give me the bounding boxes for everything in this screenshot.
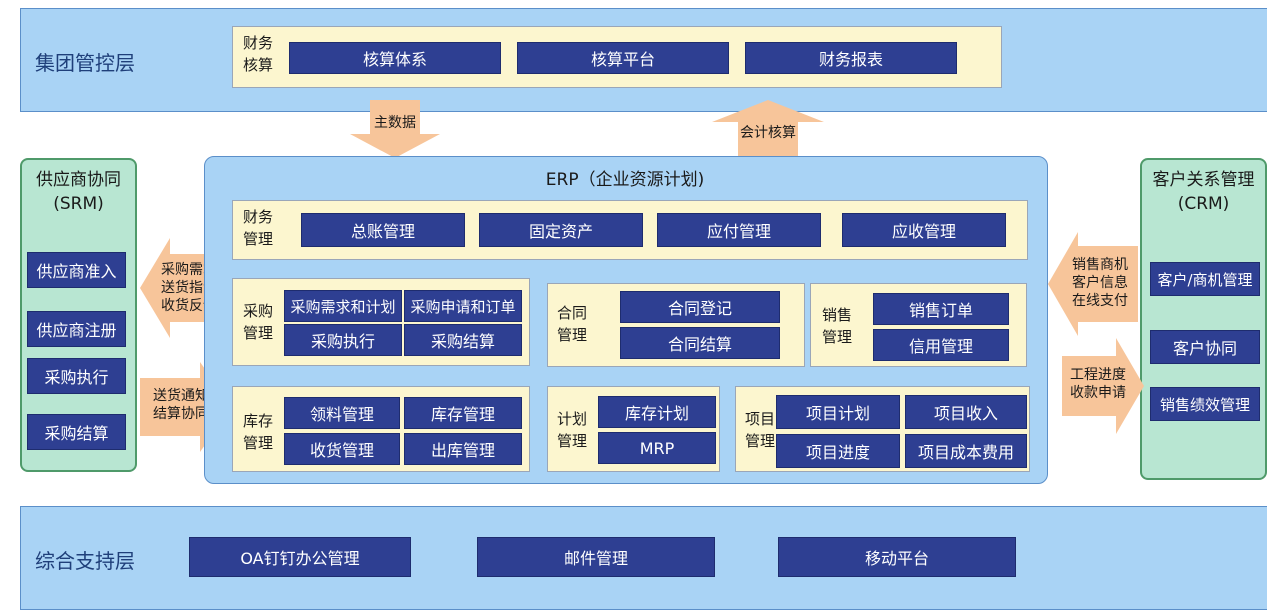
inventory-plan-box: 库存计划 <box>598 396 716 428</box>
srm-purchase-execution-box: 采购执行 <box>27 358 126 394</box>
to-srm-label: 采购需求 送货指令 收货反馈 <box>161 262 217 314</box>
accounting-label: 会计核算 <box>740 125 796 141</box>
mail-management-box: 邮件管理 <box>477 537 715 577</box>
contract-management-label: 合同 管理 <box>557 304 588 344</box>
accounting-platform-box: 核算平台 <box>517 42 729 74</box>
customer-opportunity-box: 客户/商机管理 <box>1150 262 1260 296</box>
purchase-plan-box: 采购需求和计划 <box>284 290 402 322</box>
mobile-platform-box: 移动平台 <box>778 537 1016 577</box>
crm-outbound-arrow <box>1062 338 1144 434</box>
purchase-management-label: 采购 管理 <box>243 302 274 342</box>
sales-performance-box: 销售绩效管理 <box>1150 387 1260 421</box>
accounting-system-box: 核算体系 <box>289 42 501 74</box>
srm-title: 供应商协同 (SRM) <box>36 170 121 214</box>
receiving-management-box: 收货管理 <box>284 433 400 465</box>
srm-purchase-settlement-box: 采购结算 <box>27 414 126 450</box>
accounting-up-arrow <box>712 100 824 156</box>
credit-management-box: 信用管理 <box>873 329 1009 361</box>
crm-panel: 客户关系管理 (CRM) <box>1140 158 1267 480</box>
sales-order-box: 销售订单 <box>873 293 1009 325</box>
master-data-label: 主数据 <box>374 115 416 131</box>
customer-collaboration-box: 客户协同 <box>1150 330 1260 364</box>
contract-settlement-box: 合同结算 <box>620 327 780 359</box>
general-ledger-box: 总账管理 <box>301 213 465 247</box>
support-layer-title: 综合支持层 <box>35 549 135 573</box>
purchase-settlement-box: 采购结算 <box>404 324 522 356</box>
mrp-box: MRP <box>598 432 716 464</box>
crm-outbound-label: 工程进度 收款申请 <box>1070 367 1126 401</box>
accounts-payable-box: 应付管理 <box>657 213 821 247</box>
crm-inbound-arrow <box>1048 232 1138 336</box>
erp-title: ERP（企业资源计划) <box>545 170 705 190</box>
group-control-layer-title: 集团管控层 <box>35 51 135 75</box>
from-srm-label: 送货通知 结算协同 <box>153 388 209 422</box>
outbound-management-box: 出库管理 <box>404 433 522 465</box>
financial-report-box: 财务报表 <box>745 42 957 74</box>
purchase-order-box: 采购申请和订单 <box>404 290 522 322</box>
stock-management-box: 库存管理 <box>404 397 522 429</box>
supplier-admission-box: 供应商准入 <box>27 252 126 288</box>
crm-title: 客户关系管理 (CRM) <box>1152 170 1255 214</box>
contract-registration-box: 合同登记 <box>620 291 780 323</box>
project-cost-box: 项目成本费用 <box>905 434 1027 468</box>
accounts-receivable-box: 应收管理 <box>842 213 1006 247</box>
oa-dingtalk-box: OA钉钉办公管理 <box>189 537 411 577</box>
project-progress-box: 项目进度 <box>776 434 900 468</box>
master-data-down-arrow <box>350 100 440 158</box>
supplier-registration-box: 供应商注册 <box>27 311 126 347</box>
inventory-management-label: 库存 管理 <box>243 412 274 452</box>
material-requisition-box: 领料管理 <box>284 397 400 429</box>
project-revenue-box: 项目收入 <box>905 395 1027 429</box>
project-management-label: 项目 管理 <box>745 410 776 450</box>
sales-management-label: 销售 管理 <box>822 306 853 346</box>
fixed-assets-box: 固定资产 <box>479 213 643 247</box>
planning-management-label: 计划 管理 <box>557 410 588 450</box>
crm-inbound-label: 销售商机 客户信息 在线支付 <box>1072 257 1128 309</box>
finance-accounting-label: 财务 核算 <box>243 34 274 74</box>
finance-management-label: 财务 管理 <box>243 208 274 248</box>
project-plan-box: 项目计划 <box>776 395 900 429</box>
purchase-execution-box: 采购执行 <box>284 324 402 356</box>
